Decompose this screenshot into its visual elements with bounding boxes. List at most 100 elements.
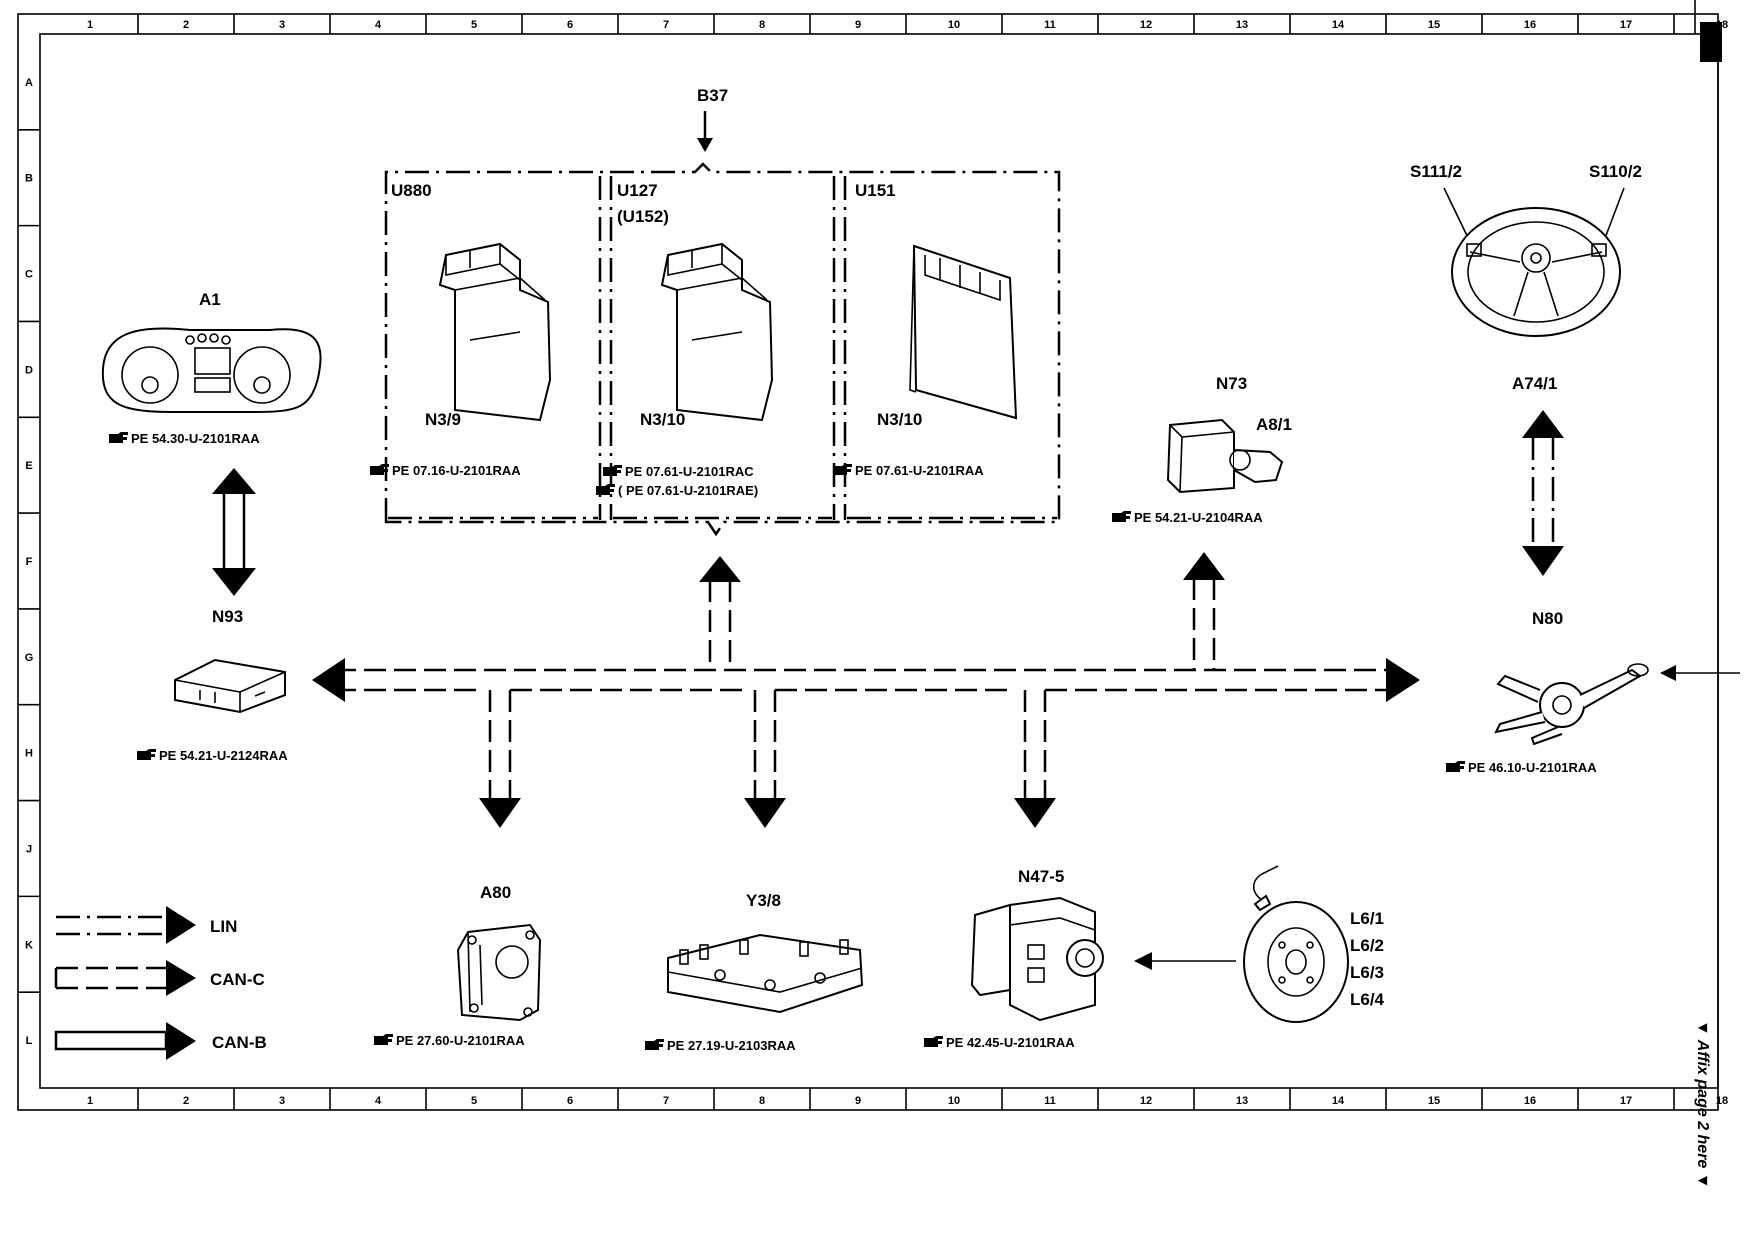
can-b-arrow-up [212, 468, 256, 494]
bus-arrow-y3-8 [744, 798, 786, 828]
label-l6-3: L6/3 [1350, 963, 1384, 982]
column-index-bottom-10: 10 [948, 1095, 960, 1107]
column-index-bottom-18: 18 [1716, 1095, 1728, 1107]
module-a80: A80 PE 27.60-U-2101RAA [396, 883, 542, 1048]
label-s111-2: S111/2 [1410, 162, 1462, 181]
row-index-E: E [25, 460, 32, 472]
column-index-bottom-16: 16 [1524, 1095, 1536, 1107]
ref-n73: PE 54.21-U-2104RAA [1134, 510, 1263, 525]
legend-label-can-c: CAN-C [210, 970, 265, 989]
column-index-13: 13 [1236, 19, 1248, 31]
column-index-bottom-14: 14 [1332, 1095, 1345, 1107]
lin-arrow-down [1522, 546, 1564, 576]
column-index-bottom-12: 12 [1140, 1095, 1152, 1107]
can-b-link [212, 468, 256, 596]
row-index-D: D [25, 364, 33, 376]
module-label-a8-1: A8/1 [1256, 415, 1292, 434]
ref-n80: PE 46.10-U-2101RAA [1468, 760, 1597, 775]
row-index-G: G [25, 652, 34, 664]
column-index-8: 8 [759, 19, 765, 31]
hand-pointer-icon [1112, 511, 1131, 522]
gateway-label: B37 [697, 86, 728, 105]
gear-selector-actuator-icon [456, 923, 542, 1022]
ignition-switch-icon [1166, 418, 1284, 494]
hand-pointer-icon [137, 749, 156, 760]
module-label-a74-1: A74/1 [1512, 374, 1557, 393]
column-index-2: 2 [183, 19, 189, 31]
column-index-bottom-5: 5 [471, 1095, 477, 1107]
hand-pointer-icon [645, 1039, 664, 1050]
row-index-B: B [25, 173, 33, 185]
central-gateway-icon [174, 658, 286, 714]
reference-hand-icons [109, 432, 1465, 1050]
column-index-14: 14 [1332, 19, 1345, 31]
label-s110-2: S110/2 [1589, 162, 1642, 181]
module-l6: L6/1 L6/2 L6/3 L6/4 [1134, 865, 1385, 1023]
module-label-n3-10-b: N3/10 [877, 410, 922, 429]
row-index-C: C [25, 269, 33, 281]
column-index-bottom-11: 11 [1044, 1095, 1056, 1107]
affix-note: ▼ Affix page 2 here ▼ [1694, 1020, 1711, 1189]
column-index-1: 1 [87, 19, 93, 31]
variant-label-u152: (U152) [617, 207, 669, 226]
row-index-K: K [25, 939, 33, 951]
column-index-7: 7 [663, 19, 669, 31]
gateway-pointer-head [697, 138, 713, 152]
module-label-n47-5: N47-5 [1018, 867, 1064, 886]
column-index-bottom-7: 7 [663, 1095, 669, 1107]
can-b-arrow-down [212, 568, 256, 596]
module-n47: N47-5 PE 42.45-U-2101RAA [946, 867, 1104, 1050]
column-index-15: 15 [1428, 19, 1440, 31]
column-index-bottom-17: 17 [1620, 1095, 1632, 1107]
hand-pointer-icon [1446, 761, 1465, 772]
module-label-n80: N80 [1532, 609, 1563, 628]
l6-signal-head [1134, 952, 1152, 970]
row-index-F: F [26, 556, 33, 568]
column-index-12: 12 [1140, 19, 1152, 31]
bus-arrow-a80 [479, 798, 521, 828]
module-label-a1: A1 [199, 290, 221, 309]
legend: LIN CAN-C CAN-B [54, 906, 267, 1060]
hand-pointer-icon [596, 484, 615, 495]
legend-can-b: CAN-B [54, 1022, 267, 1060]
module-u151: U151 N3/10 PE 07.61-U-2101RAA [855, 181, 1018, 478]
control-unit-n3-9-icon [438, 242, 552, 422]
legend-lin: LIN [56, 906, 237, 944]
module-u127: U127 (U152) N3/10 PE 07.61-U-2101RAC ( P… [617, 181, 774, 498]
ref-u127-alt: ( PE 07.61-U-2101RAE) [618, 483, 758, 498]
gateway-group: B37 [384, 86, 1061, 537]
column-index-5: 5 [471, 19, 477, 31]
module-n73: N73 A8/1 PE 54.21-U-2104RAA [1134, 374, 1292, 525]
column-index-bottom-9: 9 [855, 1095, 861, 1107]
hand-pointer-icon [603, 465, 622, 476]
bus-arrow-gateway [699, 556, 741, 582]
module-a1: A1 PE 54.30-U-2101RAA [101, 290, 322, 446]
column-index-bottom-6: 6 [567, 1095, 573, 1107]
bus-arrow-n73 [1183, 552, 1225, 580]
column-index-bottom-1: 1 [87, 1095, 93, 1107]
ref-a1: PE 54.30-U-2101RAA [131, 431, 260, 446]
column-index-16: 16 [1524, 19, 1536, 31]
module-label-a80: A80 [480, 883, 511, 902]
legend-label-lin: LIN [210, 917, 237, 936]
steering-column-module-icon [1494, 663, 1649, 746]
module-y3: Y3/8 PE 27.19-U-2103RAA [667, 891, 864, 1053]
lin-arrow-up [1522, 410, 1564, 438]
corner-marker [1700, 22, 1722, 62]
column-index-10: 10 [948, 19, 960, 31]
row-index-A: A [25, 77, 33, 89]
ref-n47-5: PE 42.45-U-2101RAA [946, 1035, 1075, 1050]
label-l6-1: L6/1 [1350, 909, 1384, 928]
row-index-H: H [25, 748, 33, 760]
module-u880: U880 N3/9 PE 07.16-U-2101RAA [391, 181, 552, 478]
column-index-11: 11 [1044, 19, 1056, 31]
module-label-n93: N93 [212, 607, 243, 626]
n80-input-head [1660, 665, 1676, 681]
lin-link [1522, 410, 1564, 576]
row-index-L: L [26, 1035, 33, 1047]
column-index-9: 9 [855, 19, 861, 31]
ref-u127: PE 07.61-U-2101RAC [625, 464, 754, 479]
